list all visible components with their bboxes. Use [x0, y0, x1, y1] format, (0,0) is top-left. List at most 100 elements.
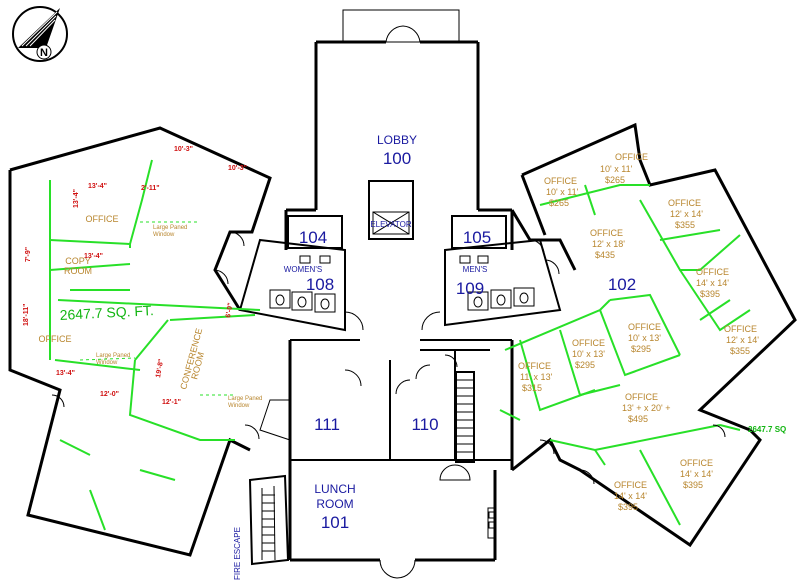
womens-number: 108	[306, 275, 334, 294]
elevator: ELEVATOR	[368, 180, 414, 240]
room-111-number: 111	[314, 415, 340, 434]
office-rent: $265	[549, 198, 569, 208]
east-office-7: OFFICE 10' x 13' $295	[628, 322, 661, 354]
east-wing-doors	[529, 239, 726, 485]
office-size: 10' x 13'	[628, 333, 661, 343]
office-size: 13' + x 20' +	[622, 403, 670, 413]
office-rent: $355	[675, 220, 695, 230]
fire-escape-label: FIRE ESCAPE	[233, 527, 242, 580]
office-name: OFFICE	[625, 392, 658, 402]
west-dim-3: 13'-4"	[88, 183, 107, 190]
east-wing-sqft: 2647.7 SQ	[748, 425, 786, 434]
office-rent: $295	[575, 360, 595, 370]
west-window-note-1b: Window	[153, 232, 175, 238]
east-office-5: OFFICE 14' x 14' $395	[696, 267, 729, 299]
office-name: OFFICE	[572, 338, 605, 348]
east-office-11: OFFICE 14' x 14' $395	[680, 458, 713, 490]
room-105-number: 105	[463, 228, 491, 247]
interior-doors	[344, 311, 458, 395]
west-dim-10: 6'-0"	[225, 302, 235, 318]
west-window-note-1a: Large Paned	[153, 225, 187, 231]
womens-restroom	[238, 215, 346, 332]
west-dim-8: 18'-11"	[23, 303, 30, 326]
east-office-1: OFFICE 10' x 11' $265	[600, 152, 648, 185]
office-name: OFFICE	[668, 198, 701, 208]
office-size: 14' x 14'	[614, 491, 647, 501]
office-name: OFFICE	[590, 228, 623, 238]
office-size: 12' x 14'	[726, 335, 759, 345]
room-104-number: 104	[299, 228, 327, 247]
elevator-label: ELEVATOR	[370, 220, 412, 229]
east-office-3: OFFICE 12' x 14' $355	[668, 198, 703, 230]
lunch-number: 101	[321, 513, 349, 532]
west-dim-7: 7'-9"	[25, 247, 32, 262]
west-dim-5: 13'-4"	[73, 189, 80, 208]
office-size: 10' x 13'	[572, 349, 605, 359]
lunch-name: LUNCH	[314, 482, 355, 496]
office-name: OFFICE	[680, 458, 713, 468]
west-window-note-3a: Large Paned	[228, 396, 262, 402]
west-window-note-2b: Window	[96, 360, 118, 366]
west-dim-6: 13'-4"	[84, 253, 103, 260]
west-wing-dashed	[79, 221, 235, 396]
compass-label: N	[40, 47, 48, 59]
room-102-number: 102	[608, 275, 636, 294]
office-rent: $395	[618, 502, 638, 512]
west-dim-13: 12'-1"	[162, 399, 181, 406]
east-wing-partitions	[499, 184, 751, 526]
lunch-counter	[259, 399, 497, 539]
mens-restroom	[444, 215, 562, 327]
office-name: OFFICE	[615, 152, 648, 162]
office-size: 10' x 11'	[546, 187, 579, 197]
lobby-number: 100	[383, 149, 411, 168]
office-rent: $315	[522, 383, 542, 393]
office-name: OFFICE	[518, 361, 551, 371]
west-dim-4: 2'-11"	[141, 185, 160, 192]
office-name: OFFICE	[614, 480, 647, 490]
west-wing-sqft: 2647.7 SQ. FT.	[59, 302, 154, 323]
west-copy-label-1: COPY	[65, 256, 91, 266]
room-110-number: 110	[411, 415, 438, 434]
womens-name: WOMEN'S	[284, 265, 322, 274]
west-dim-2: 10'-3"	[228, 165, 247, 172]
west-dim-11: 19'-8"	[155, 358, 165, 378]
office-name: OFFICE	[724, 324, 757, 334]
east-office-6: OFFICE 12' x 14' $355	[724, 324, 759, 356]
mens-number: 109	[456, 279, 484, 298]
office-size: 10' x 11'	[600, 164, 633, 174]
lobby-name: LOBBY	[377, 133, 417, 147]
office-rent: $395	[683, 480, 703, 490]
west-office-top-label: OFFICE	[86, 214, 119, 224]
office-rent: $435	[595, 250, 615, 260]
west-office-left-label: OFFICE	[39, 334, 72, 344]
office-rent: $355	[730, 346, 750, 356]
west-wing-doors	[51, 231, 260, 440]
office-size: 14' x 14'	[696, 278, 729, 288]
office-size: 11' x 13'	[520, 372, 553, 382]
north-arrow-icon: N	[12, 6, 68, 62]
office-size: 12' x 18'	[592, 239, 625, 249]
east-office-12: OFFICE 14' x 14' $395	[614, 480, 647, 512]
east-office-8: OFFICE 10' x 13' $295	[572, 338, 605, 370]
lunch-name-2: ROOM	[316, 497, 353, 511]
entry-doors	[379, 25, 421, 579]
mens-name: MEN'S	[463, 265, 488, 274]
office-name: OFFICE	[544, 176, 577, 186]
west-wing-partitions	[49, 159, 261, 531]
east-office-9: OFFICE 11' x 13' $315	[518, 361, 553, 393]
west-window-note-2a: Large Paned	[96, 353, 130, 359]
west-dim-9: 13'-4"	[56, 370, 75, 377]
west-dim-12: 12'-0"	[100, 391, 119, 398]
office-size: 12' x 14'	[670, 209, 703, 219]
office-size: 14' x 14'	[680, 469, 713, 479]
east-wing-walls	[510, 122, 797, 548]
office-rent: $265	[605, 175, 625, 185]
west-window-note-3b: Window	[228, 403, 250, 409]
east-office-4: OFFICE 12' x 18' $435	[590, 228, 625, 260]
east-office-10: OFFICE 13' + x 20' + $495	[622, 392, 670, 424]
west-dim-1: 10'-3"	[174, 146, 193, 153]
east-office-2: OFFICE 10' x 11' $265	[544, 176, 579, 208]
office-name: OFFICE	[696, 267, 729, 277]
